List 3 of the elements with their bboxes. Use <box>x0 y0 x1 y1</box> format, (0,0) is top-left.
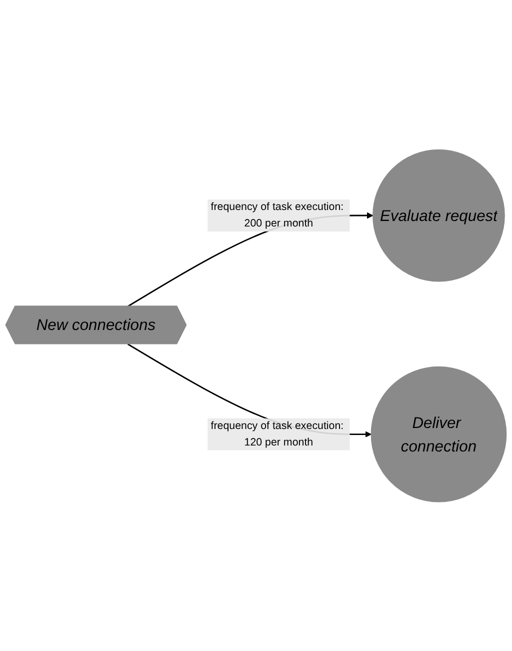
edge-label: frequency of task execution: 200 per month <box>210 200 344 229</box>
node-circle: Deliver connection <box>370 366 507 502</box>
edge-label: frequency of task execution: 120 per month <box>210 419 344 448</box>
